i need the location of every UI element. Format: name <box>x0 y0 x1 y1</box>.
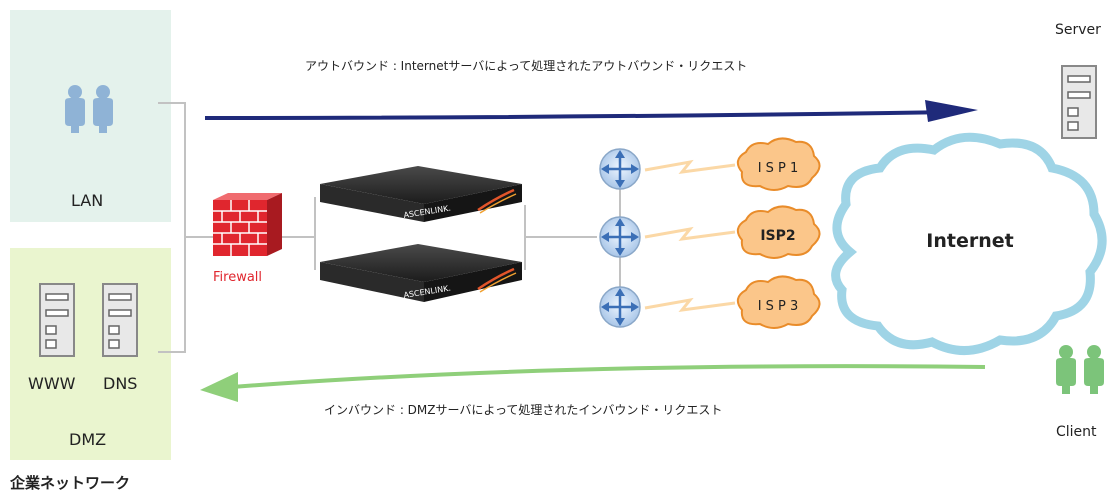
isp-2-cloud <box>736 205 821 259</box>
client-users-icon <box>1056 345 1104 394</box>
isp-1-cloud <box>736 137 821 191</box>
server-label: Server <box>1055 22 1101 38</box>
router-2-icon <box>599 216 641 258</box>
firewall-icon <box>213 193 282 256</box>
ascenlink-appliance-2 <box>320 244 522 302</box>
dns-server-icon <box>102 283 138 357</box>
ascenlink-appliance-1 <box>320 166 522 222</box>
www-server-icon <box>39 283 75 357</box>
outbound-arrow <box>204 100 978 122</box>
isp-3-label: I S P 3 <box>758 299 799 314</box>
internet-cloud <box>831 132 1107 355</box>
outbound-caption: アウトバウンド : Internetサーバによって処理されたアウトバウンド・リク… <box>305 59 748 73</box>
isp-2-label: ISP2 <box>760 228 795 244</box>
dmz-zone <box>10 248 171 460</box>
client-label: Client <box>1056 424 1097 440</box>
dns-label: DNS <box>103 374 138 393</box>
lan-label: LAN <box>71 191 104 210</box>
internet-server-icon <box>1061 65 1097 139</box>
www-label: WWW <box>28 374 76 393</box>
firewall-label: Firewall <box>213 270 263 285</box>
lan-zone <box>10 10 171 222</box>
isp-links <box>644 159 736 312</box>
router-1-icon <box>599 148 641 190</box>
isp-3-cloud <box>736 275 821 329</box>
internet-label: Internet <box>926 230 1013 252</box>
lan-users-icon <box>65 85 113 133</box>
dmz-label: DMZ <box>69 430 107 449</box>
inbound-caption: インバウンド : DMZサーバによって処理されたインバウンド・リクエスト <box>324 403 723 417</box>
inbound-arrow <box>200 364 986 402</box>
isp-1-label: I S P 1 <box>758 161 799 176</box>
router-3-icon <box>599 286 641 328</box>
enterprise-network-label: 企業ネットワーク <box>10 474 131 492</box>
